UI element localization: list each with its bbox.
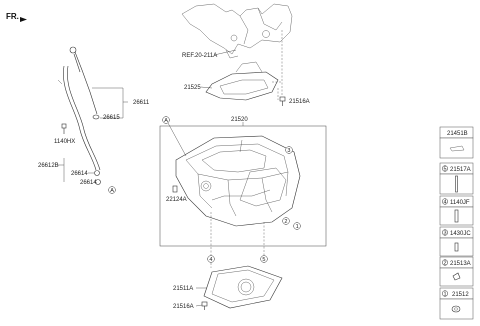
- label-21511a: 21511A: [173, 286, 193, 292]
- callout-a-bottom: A: [108, 186, 116, 194]
- callout-a-top: A: [162, 116, 187, 157]
- bolt-1140hx: 1140HX: [54, 123, 75, 145]
- label-26611: 26611: [133, 100, 150, 106]
- callout-3: 3: [285, 146, 293, 154]
- label-21516a-lower: 21516A: [173, 304, 194, 310]
- label-21516a-upper: 21516A: [289, 99, 310, 105]
- lower-pan-21511a: 21511A: [173, 265, 283, 309]
- svg-text:4: 4: [444, 200, 447, 206]
- label-22124a: 22124A: [166, 197, 187, 203]
- svg-text:5: 5: [262, 257, 265, 263]
- sensor-22124a: 22124A: [166, 185, 187, 203]
- label-1140hx: 1140HX: [54, 139, 75, 145]
- label-21520: 21520: [231, 117, 248, 123]
- dipstick-seal-26615: 26615: [92, 114, 120, 121]
- svg-text:3: 3: [287, 148, 290, 154]
- legend-code-1430jc: 1430JC: [450, 231, 471, 237]
- guide-tube-26612b: 26612B: [38, 65, 101, 182]
- front-direction-indicator: FR.: [6, 12, 27, 22]
- svg-text:2: 2: [444, 261, 447, 267]
- svg-text:3: 3: [444, 231, 447, 237]
- callout-5: 5: [260, 255, 268, 263]
- label-21525: 21525: [184, 85, 201, 91]
- svg-text:5: 5: [444, 167, 447, 173]
- legend-code-21513a: 21513A: [450, 261, 471, 267]
- dipstick-26611: 26611: [69, 46, 150, 119]
- fr-label: FR.: [6, 12, 19, 21]
- fastener-legend-table: 21451B 5 21517A 4 1140JF 3 1430JC 2 2151…: [439, 126, 474, 320]
- label-26614-upper: 26614: [71, 171, 88, 177]
- bolt-lower-21516a: 21516A: [173, 301, 208, 310]
- svg-text:A: A: [164, 118, 168, 124]
- oring-26614-upper: 26614: [71, 170, 100, 177]
- svg-text:2: 2: [284, 219, 287, 225]
- legend-code-21517a: 21517A: [450, 167, 471, 173]
- oil-pan-assembly-frame: [159, 125, 327, 247]
- clip-icon: [449, 145, 465, 152]
- engine-ref-label: REF.20-211A: [182, 53, 217, 59]
- legend-code-21512: 21512: [452, 292, 469, 298]
- label-26612b: 26612B: [38, 163, 59, 169]
- label-26615: 26615: [103, 115, 120, 121]
- stud-icon: [454, 242, 459, 252]
- label-26614-lower: 26614: [80, 180, 97, 186]
- callout-1: 1: [293, 222, 301, 230]
- legend-code-21451b: 21451B: [447, 131, 468, 137]
- engine-block-reference: REF.20-211A: [181, 3, 293, 59]
- gasket-icon: [451, 305, 461, 313]
- long-bolt-icon: [455, 175, 458, 193]
- oil-pan-21520: [175, 135, 301, 227]
- front-arrow-icon: [20, 17, 27, 22]
- plug-icon: [452, 272, 461, 281]
- svg-text:1: 1: [444, 292, 447, 298]
- legend-code-1140jf: 1140JF: [450, 200, 470, 206]
- skid-plate-21525: 21525: [184, 61, 282, 101]
- bolt-upper-21516a: 21516A: [279, 96, 310, 106]
- oring-26614-lower: 26614: [80, 179, 101, 186]
- svg-text:4: 4: [209, 257, 212, 263]
- callout-2: 2: [282, 217, 290, 225]
- callout-4: 4: [207, 255, 215, 263]
- bolt-icon: [454, 209, 459, 223]
- engine-ref-leader: [213, 49, 237, 56]
- svg-text:1: 1: [296, 224, 299, 230]
- svg-text:A: A: [110, 188, 114, 194]
